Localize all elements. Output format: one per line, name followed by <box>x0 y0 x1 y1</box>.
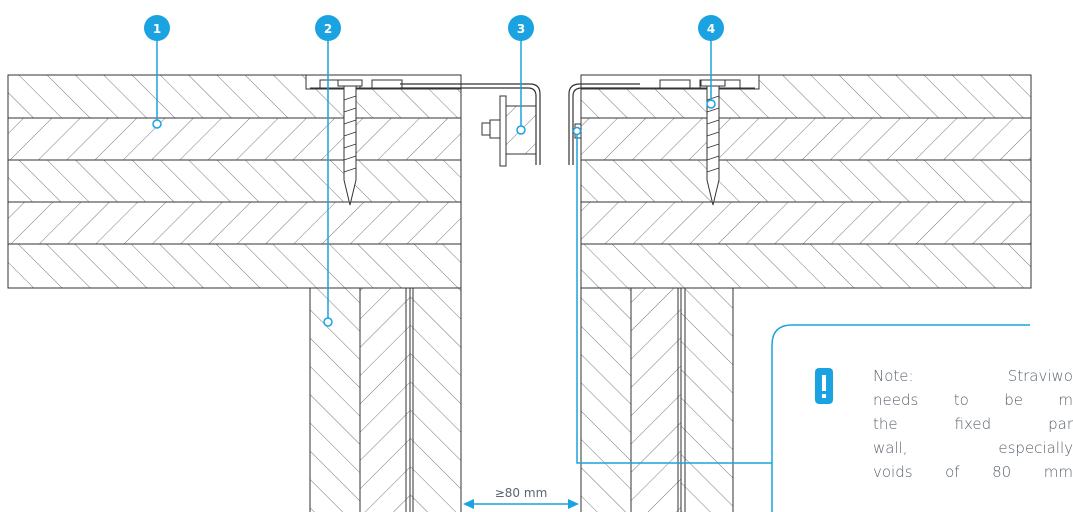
svg-text:1: 1 <box>153 22 161 36</box>
section-drawing: ≥80 mm 1 2 3 4 <box>7 15 1032 512</box>
left-screw <box>337 79 363 206</box>
leader-dot-1 <box>152 119 162 129</box>
left-top-plate <box>305 74 462 90</box>
note-line: Note: Straviwo <box>873 367 1073 385</box>
dimension-label: ≥80 mm <box>495 486 548 500</box>
left-ceiling-slab <box>7 74 462 289</box>
callout-badge-3: 3 <box>508 15 534 41</box>
expansion-bracket <box>400 83 640 165</box>
svg-text:2: 2 <box>324 22 332 36</box>
callout-badge-1: 1 <box>144 15 170 41</box>
leader-dot-2 <box>323 317 333 327</box>
leader-lines <box>156 30 772 464</box>
svg-text:3: 3 <box>517 22 525 36</box>
svg-text:4: 4 <box>707 22 715 36</box>
left-wall <box>309 287 462 512</box>
leader-dot-4 <box>706 99 716 109</box>
callout-badge-4: 4 <box>698 15 724 41</box>
leader-dot-3 <box>516 125 526 135</box>
note-line: the fixed par <box>873 415 1073 433</box>
gap-dimension: ≥80 mm <box>463 486 579 509</box>
note-line: voids of 80 mm <box>873 463 1073 481</box>
note-line: wall, especially <box>873 439 1073 457</box>
callout-badge-2: 2 <box>315 15 341 41</box>
right-ceiling-slab <box>580 74 1032 289</box>
leader-dot-note <box>572 126 582 136</box>
right-screw <box>700 79 726 206</box>
detail-drawing: ≥80 mm 1 2 3 4 Note: Straviwo needs to b… <box>7 15 1073 512</box>
note-text: Note: Straviwo needs to be m the fixed p… <box>873 364 1073 484</box>
right-top-plate <box>580 74 760 90</box>
note-box <box>771 324 1030 512</box>
roller-assembly <box>481 95 582 167</box>
right-wall <box>580 287 734 512</box>
note-line: needs to be m <box>873 391 1073 409</box>
